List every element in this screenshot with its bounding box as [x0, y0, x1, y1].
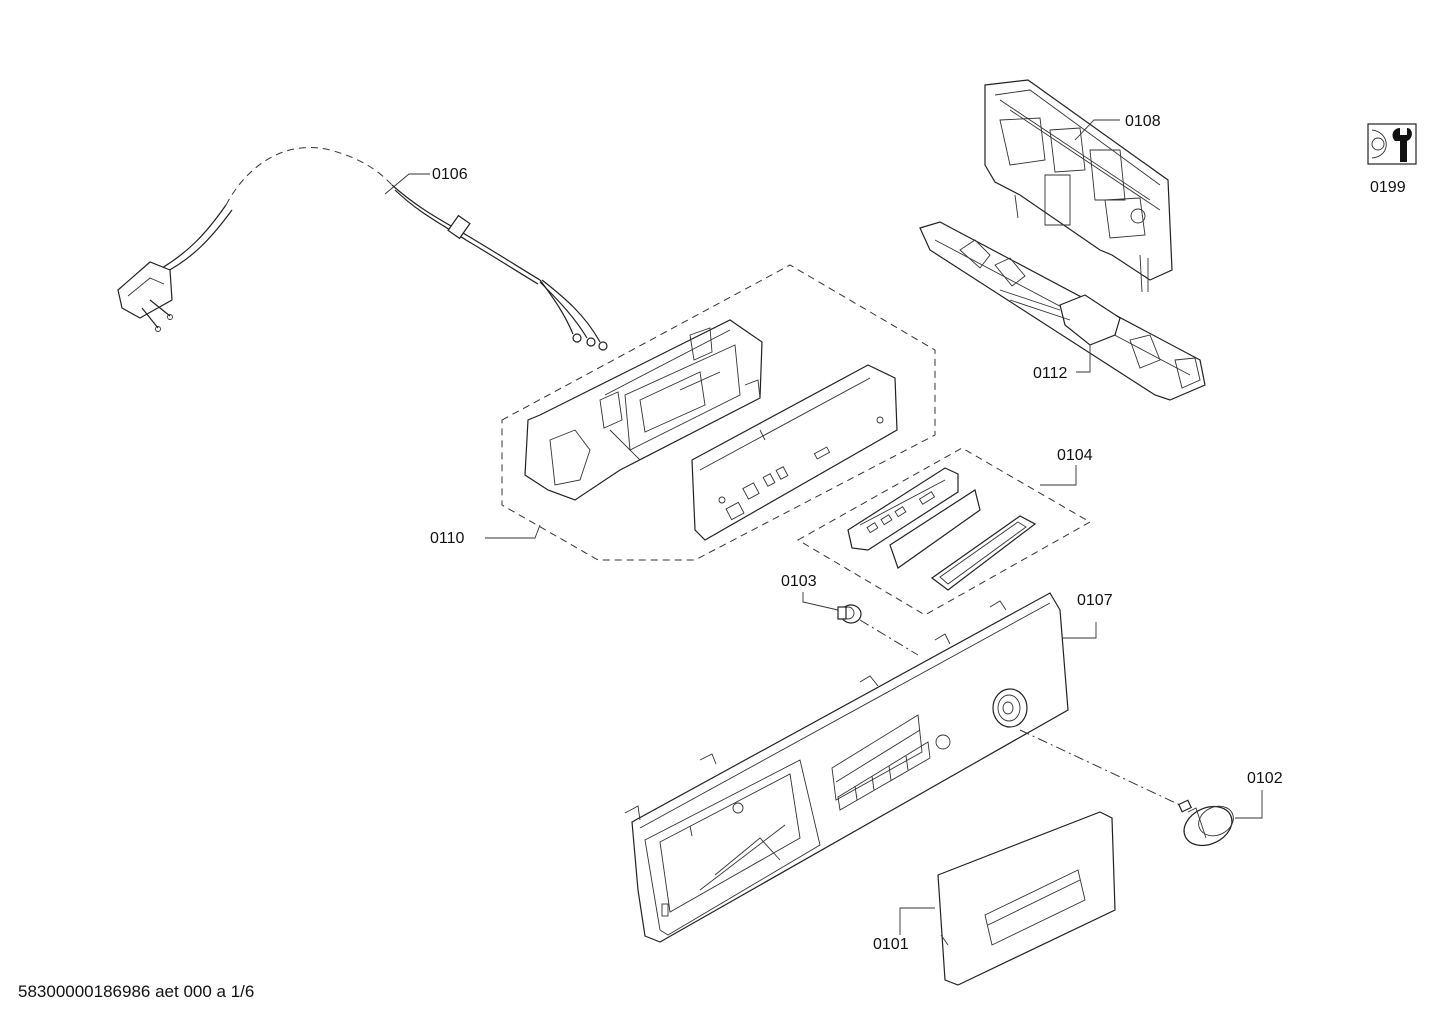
electronic-frame-drawing[interactable]	[524, 319, 763, 501]
drawer-handle-drawing[interactable]	[937, 811, 1116, 986]
axis-0102	[1019, 729, 1181, 806]
label-0102[interactable]: 0102	[1247, 770, 1283, 787]
power-cord-drawing[interactable]	[117, 146, 608, 351]
label-0110[interactable]: 0110	[430, 530, 465, 547]
label-0107[interactable]: 0107	[1077, 592, 1113, 609]
display-window-drawing[interactable]	[889, 489, 981, 569]
label-0199[interactable]: 0199	[1370, 179, 1406, 196]
circuit-board-drawing[interactable]	[691, 364, 898, 541]
service-kit-icon[interactable]	[1367, 123, 1417, 165]
label-0106[interactable]: 0106	[432, 166, 468, 183]
label-0103[interactable]: 0103	[781, 573, 817, 590]
selector-knob-drawing[interactable]	[1177, 799, 1239, 853]
label-0112[interactable]: 0112	[1033, 365, 1068, 382]
document-reference: 58300000186986 aet 000 a 1/6	[18, 982, 255, 1001]
facia-panel-drawing[interactable]	[624, 592, 1069, 943]
push-button-drawing[interactable]	[837, 604, 862, 624]
assembly-0104-boundary	[796, 447, 1092, 616]
label-0104[interactable]: 0104	[1057, 447, 1093, 464]
display-module-drawing[interactable]	[847, 467, 959, 551]
axis-0103	[859, 619, 919, 656]
label-0101[interactable]: 0101	[873, 936, 909, 953]
display-frame-drawing[interactable]	[930, 515, 1037, 591]
label-0108[interactable]: 0108	[1125, 113, 1161, 130]
module-holder-drawing[interactable]	[919, 221, 1206, 401]
control-module-drawing[interactable]	[984, 79, 1173, 293]
